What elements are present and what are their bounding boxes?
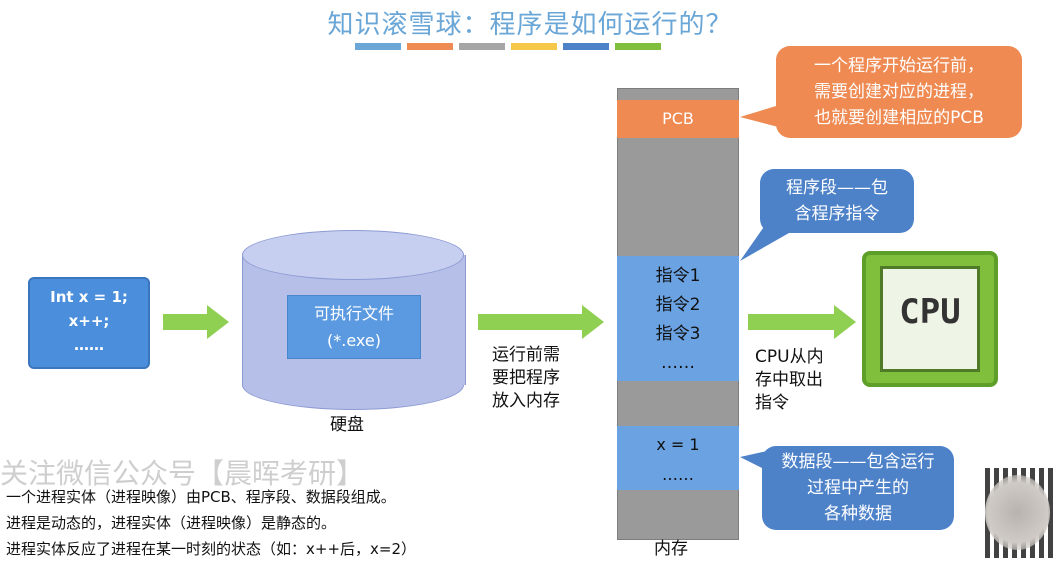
callout-line: 一个程序开始运行前， bbox=[814, 56, 984, 76]
code-line: x++; bbox=[68, 312, 110, 330]
code-line: …… bbox=[74, 336, 104, 354]
instruction-line: 指令2 bbox=[655, 295, 701, 315]
fetch-label-line: 存中取出 bbox=[755, 370, 823, 390]
callout-line: 含程序指令 bbox=[794, 204, 880, 224]
load-label-line: 运行前需 bbox=[492, 345, 560, 365]
cpu-fetch-label: CPU从内 存中取出 指令 bbox=[755, 346, 824, 415]
color-bar bbox=[563, 43, 609, 50]
color-bar bbox=[511, 43, 557, 50]
executable-file-box: 可执行文件 (*.exe) bbox=[287, 295, 421, 359]
callout-line: 过程中产生的 bbox=[807, 478, 909, 498]
disk-label: 硬盘 bbox=[330, 415, 364, 435]
code-line: Int x = 1; bbox=[50, 288, 128, 306]
memory-label: 内存 bbox=[654, 539, 688, 559]
watermark-text: 关注微信公众号【晨晖考研】 bbox=[0, 457, 365, 490]
avatar bbox=[985, 475, 1050, 550]
callout-line: 也就要创建相应的PCB bbox=[814, 108, 984, 128]
fetch-label-line: CPU从内 bbox=[755, 347, 824, 367]
callout-pointer bbox=[740, 103, 786, 129]
instruction-line: 指令3 bbox=[655, 324, 701, 344]
data-segment-callout: 数据段——包含运行 过程中产生的 各种数据 bbox=[762, 446, 954, 530]
cpu-label: CPU bbox=[899, 292, 961, 332]
callout-line: 各种数据 bbox=[824, 504, 892, 524]
color-bar bbox=[459, 43, 505, 50]
note-line: 一个进程实体（进程映像）由PCB、程序段、数据段组成。 bbox=[6, 488, 396, 506]
data-line: …… bbox=[662, 465, 694, 484]
note-line: 进程实体反应了进程在某一时刻的状态（如：x++后，x=2） bbox=[6, 540, 417, 558]
instruction-line: …… bbox=[661, 353, 695, 373]
instruction-line: 指令1 bbox=[655, 266, 701, 286]
load-label-line: 要把程序 bbox=[492, 368, 560, 388]
pcb-note-callout: 一个程序开始运行前， 需要创建对应的进程， 也就要创建相应的PCB bbox=[776, 46, 1022, 138]
exe-line: 可执行文件 bbox=[313, 304, 394, 323]
load-label-line: 放入内存 bbox=[492, 391, 560, 411]
disk-cylinder-top bbox=[242, 230, 464, 280]
page-title: 知识滚雪球：程序是如何运行的？ bbox=[327, 10, 733, 40]
arrow-right-icon bbox=[478, 305, 604, 339]
color-bar bbox=[407, 43, 453, 50]
color-bar bbox=[355, 43, 401, 50]
color-bar-strip bbox=[355, 43, 661, 51]
code-segment-callout: 程序段——包 含程序指令 bbox=[760, 169, 914, 233]
callout-line: 程序段——包 bbox=[786, 178, 888, 198]
note-line: 进程是动态的，进程实体（进程映像）是静态的。 bbox=[6, 514, 337, 532]
data-line: x = 1 bbox=[656, 435, 700, 454]
memory-code-segment: 指令1 指令2 指令3 …… bbox=[617, 256, 739, 381]
fetch-label-line: 指令 bbox=[755, 393, 789, 413]
memory-pcb-segment: PCB bbox=[617, 100, 739, 138]
arrow-right-icon bbox=[163, 305, 229, 339]
color-bar bbox=[615, 43, 661, 50]
source-code-scroll: Int x = 1; x++; …… bbox=[28, 277, 150, 369]
load-into-memory-label: 运行前需 要把程序 放入内存 bbox=[492, 344, 560, 413]
callout-line: 数据段——包含运行 bbox=[781, 452, 935, 472]
arrow-right-icon bbox=[748, 305, 856, 339]
memory-data-segment: x = 1 …… bbox=[617, 426, 739, 490]
cpu-chip-core bbox=[880, 266, 980, 372]
callout-line: 需要创建对应的进程， bbox=[814, 82, 984, 102]
exe-line: (*.exe) bbox=[327, 331, 381, 350]
